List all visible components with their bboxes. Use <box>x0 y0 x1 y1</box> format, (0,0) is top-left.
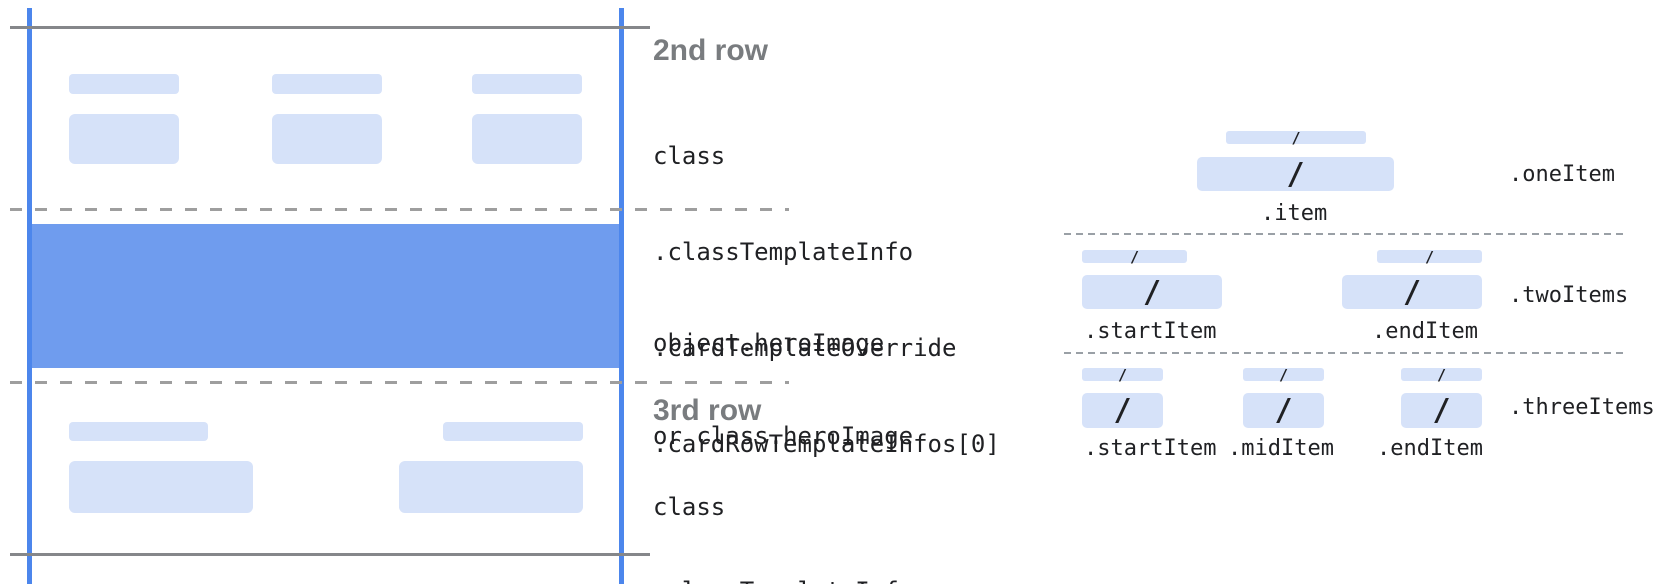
card-bottom-boundary-line <box>10 553 650 556</box>
item-caption: .startItem <box>1084 436 1217 461</box>
item-value-placeholder: / <box>1082 274 1222 310</box>
item-value-placeholder: / <box>1342 274 1482 310</box>
row2-code: class .classTemplateInfo .cardTemplateOv… <box>653 76 1000 524</box>
hero-image-band <box>32 224 619 368</box>
field-label-placeholder <box>272 74 382 94</box>
slash-placeholder: / <box>1424 247 1435 266</box>
hero-code: object.heroImage or class.heroImage <box>653 266 913 514</box>
slash-placeholder: / <box>1113 393 1132 428</box>
row2-heading: 2nd row <box>653 34 769 67</box>
item-caption: .item <box>1261 201 1328 226</box>
item-caption: .endItem <box>1377 436 1483 461</box>
field-label-placeholder <box>69 74 179 94</box>
code-line: object.heroImage <box>653 329 885 357</box>
code-line: .classTemplateInfo <box>653 577 1000 584</box>
row-separator-dashed-1 <box>1064 233 1627 235</box>
slash-placeholder: / <box>1436 365 1447 384</box>
item-caption: .endItem <box>1372 319 1478 344</box>
slash-placeholder: / <box>1117 365 1128 384</box>
field-value-placeholder <box>472 114 582 164</box>
row3-code: class .classTemplateInfo .cardTemplateOv… <box>653 437 1000 584</box>
slash-placeholder: / <box>1402 274 1422 310</box>
row-label: .oneItem <box>1509 162 1615 187</box>
field-value-placeholder <box>69 114 179 164</box>
field-value-placeholder <box>399 461 583 513</box>
item-label-placeholder: / <box>1082 365 1163 384</box>
code-line: .cardTemplateOverride <box>653 334 957 362</box>
item-label-placeholder: / <box>1082 247 1187 266</box>
field-value-placeholder <box>272 114 382 164</box>
slash-placeholder: / <box>1142 274 1162 310</box>
card-right-guide-line <box>619 8 624 584</box>
slash-placeholder: / <box>1278 365 1289 384</box>
item-caption: .startItem <box>1084 319 1217 344</box>
row3-heading: 3rd row <box>653 394 762 427</box>
row-separator-dashed-2 <box>1064 352 1627 354</box>
field-label-placeholder <box>472 74 582 94</box>
code-line: .cardRowTemplateInfos[0] <box>653 430 1000 458</box>
card-top-boundary-line <box>10 26 650 29</box>
card-left-guide-line <box>27 8 32 584</box>
slash-placeholder: / <box>1432 393 1451 428</box>
item-value-placeholder: / <box>1082 393 1163 428</box>
row2-divider-dashed <box>10 208 789 211</box>
slash-placeholder: / <box>1286 156 1305 192</box>
item-label-placeholder: / <box>1226 128 1366 147</box>
slash-placeholder: / <box>1291 128 1301 147</box>
item-label-placeholder: / <box>1401 365 1482 384</box>
item-value-placeholder: / <box>1197 156 1394 192</box>
code-line: .classTemplateInfo <box>653 238 914 266</box>
item-caption: .midItem <box>1228 436 1334 461</box>
code-line: class <box>653 142 726 170</box>
slash-placeholder: / <box>1274 393 1293 428</box>
item-label-placeholder: / <box>1377 247 1482 266</box>
item-value-placeholder: / <box>1243 393 1324 428</box>
code-line: class <box>653 493 726 521</box>
slash-placeholder: / <box>1129 247 1140 266</box>
row3-divider-dashed <box>10 381 789 384</box>
row-label: .twoItems <box>1509 283 1629 308</box>
row-label: .threeItems <box>1509 395 1655 420</box>
field-value-placeholder <box>69 461 253 513</box>
field-label-placeholder <box>69 422 208 441</box>
item-value-placeholder: / <box>1401 393 1482 428</box>
field-label-placeholder <box>443 422 583 441</box>
item-label-placeholder: / <box>1243 365 1324 384</box>
code-line: or class.heroImage <box>653 422 914 450</box>
